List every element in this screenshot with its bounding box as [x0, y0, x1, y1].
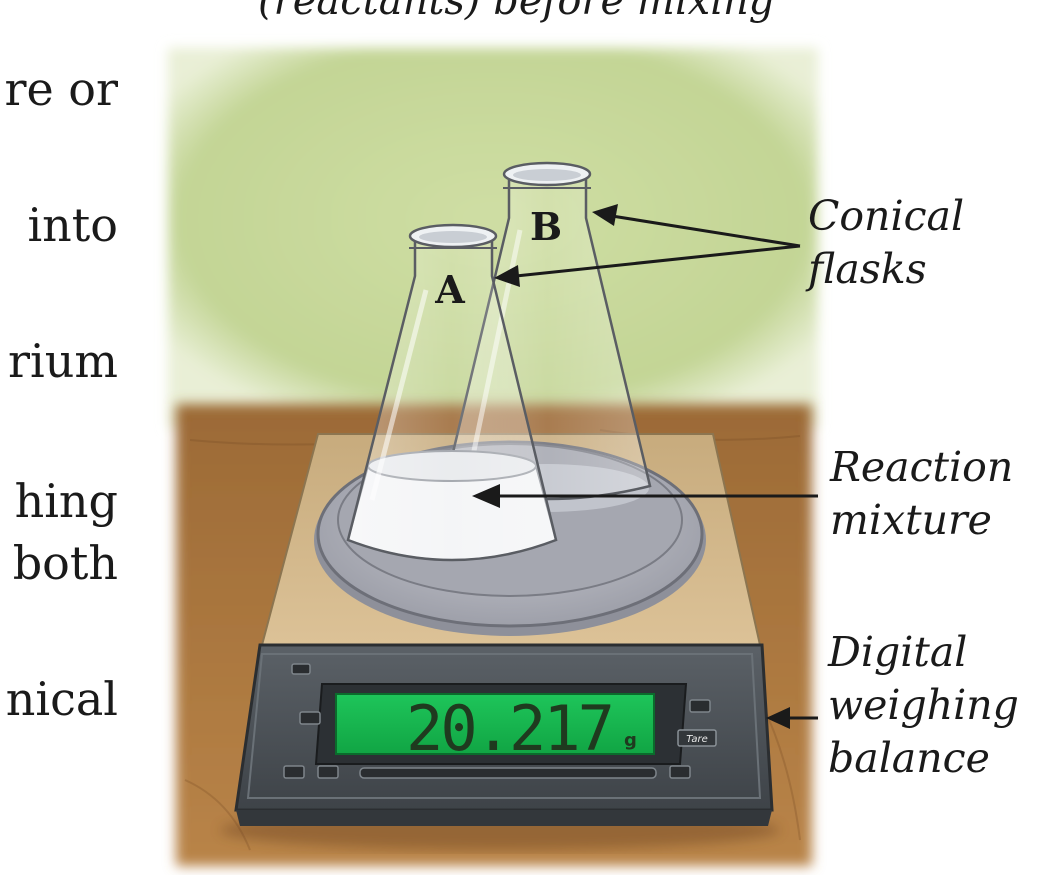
balance-button[interactable] [689, 699, 711, 713]
balance-button[interactable] [291, 663, 311, 675]
left-text-fragment: hing [14, 474, 118, 528]
callout-line: flasks [808, 245, 927, 293]
left-text-fragment: rium [8, 334, 118, 388]
callout-line: Reaction [830, 443, 1014, 491]
callout-line: weighing [828, 681, 1019, 729]
callout-reaction-mixture: Reaction mixture [830, 441, 1013, 547]
display-unit: g [624, 730, 637, 751]
lcd-screen [335, 693, 655, 755]
left-text-fragment: re or [4, 62, 118, 116]
balance-button[interactable] [299, 711, 321, 725]
callout-arrows [472, 204, 818, 729]
tare-button[interactable] [677, 729, 717, 747]
paper-slot [359, 767, 657, 779]
left-text-fragment: into [27, 198, 118, 252]
balance-button[interactable] [317, 765, 339, 779]
callout-line: Conical [808, 192, 965, 240]
flask-a [346, 223, 558, 562]
left-text-fragment: nical [5, 672, 118, 726]
balance-button[interactable] [669, 765, 691, 779]
display-value: 20.217 [406, 692, 612, 765]
balance-button[interactable] [283, 765, 305, 779]
figure-caption: (reactants) before mixing [258, 0, 775, 24]
left-text-fragment: both [12, 536, 118, 590]
callout-conical-flasks: Conical flasks [808, 190, 964, 296]
callout-line: mixture [830, 496, 992, 544]
callout-digital-balance: Digital weighing balance [828, 626, 1019, 785]
flask-b-label: B [530, 204, 562, 249]
tare-label: Tare [686, 734, 707, 745]
flask-a-label: A [434, 267, 465, 312]
callout-line: balance [828, 734, 990, 782]
callout-line: Digital [828, 628, 968, 676]
